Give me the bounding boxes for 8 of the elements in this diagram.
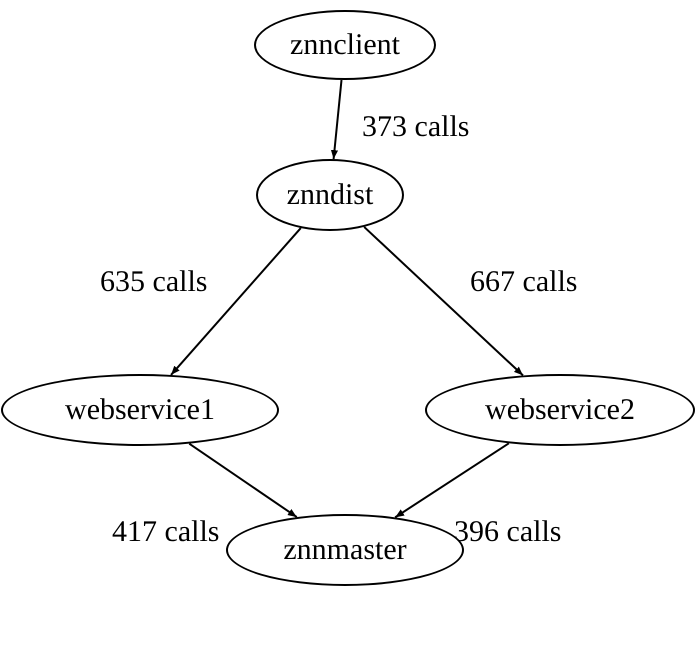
arrow [330, 80, 342, 160]
node-label: znnclient [290, 28, 400, 62]
arrow [170, 227, 302, 376]
node-label: znndist [286, 178, 374, 212]
node-label: webservice1 [65, 393, 215, 427]
arrow [363, 226, 524, 376]
node-label: webservice2 [485, 393, 635, 427]
node-label: znnmaster [283, 533, 407, 567]
